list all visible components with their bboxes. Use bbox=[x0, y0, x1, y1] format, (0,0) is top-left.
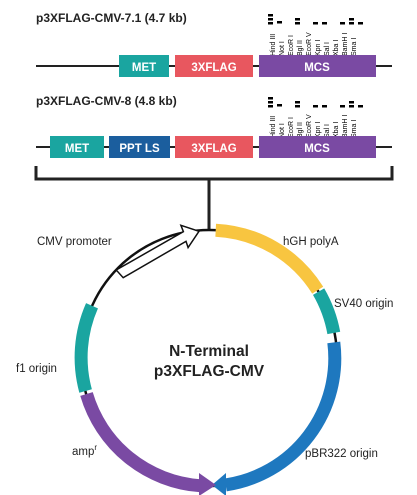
segment-label: 3XFLAG bbox=[191, 143, 236, 155]
site-label: BamH I bbox=[342, 33, 349, 56]
site-label: Sal I bbox=[324, 124, 331, 138]
feature-cmv-promoter bbox=[115, 224, 201, 279]
feature-hgh-polya bbox=[215, 223, 324, 294]
label-sv40-origin: SV40 origin bbox=[334, 298, 393, 310]
feature-f1-origin bbox=[74, 303, 98, 393]
label-amp: ampr bbox=[72, 443, 97, 458]
label-hgh-polya: hGH polyA bbox=[283, 236, 339, 248]
site-label: Hind III bbox=[270, 34, 277, 56]
site-label: Bgl II bbox=[297, 40, 304, 56]
segment-3xflag bbox=[175, 136, 253, 158]
site-label: BamH I bbox=[342, 115, 349, 138]
plasmid-name-line1: N-Terminal bbox=[169, 343, 249, 360]
construct-1-map: MET 3XFLAG MCS bbox=[36, 55, 392, 77]
plasmid-name-line2: p3XFLAG-CMV bbox=[154, 363, 265, 380]
label-cmv-promoter: CMV promoter bbox=[37, 236, 112, 248]
segment-met bbox=[119, 55, 169, 77]
site-label: Sma I bbox=[351, 120, 358, 138]
segment-mcs bbox=[259, 136, 376, 158]
site-label: Not I bbox=[279, 41, 286, 56]
construct-1-sites: Hind III Not I EcoR I Bgl II EcoR V Kpn … bbox=[268, 14, 363, 56]
site-label: Kpn I bbox=[315, 122, 322, 138]
pbr322-arrowhead bbox=[212, 473, 226, 495]
construct-1-title: p3XFLAG-CMV-7.1 (4.7 kb) bbox=[36, 11, 187, 25]
construct-2-map: MET PPT LS 3XFLAG MCS bbox=[36, 136, 392, 158]
site-label: Sma I bbox=[351, 38, 358, 56]
site-label: Xba I bbox=[333, 40, 340, 56]
segment-ppt-ls bbox=[109, 136, 170, 158]
feature-pbr322-origin bbox=[224, 341, 342, 492]
amp-arrowhead bbox=[199, 473, 216, 495]
segment-label: MET bbox=[65, 143, 89, 155]
segment-label: PPT LS bbox=[119, 143, 160, 155]
construct-2-title: p3XFLAG-CMV-8 (4.8 kb) bbox=[36, 94, 177, 108]
construct-2-sites: Hind III Not I EcoR I Bgl II EcoR V Kpn … bbox=[268, 97, 363, 138]
segment-3xflag bbox=[175, 55, 253, 77]
site-label: Not I bbox=[279, 123, 286, 138]
segment-label: MCS bbox=[304, 62, 330, 74]
label-f1-origin: f1 origin bbox=[16, 363, 57, 375]
feature-amp bbox=[80, 392, 201, 493]
site-label: Kpn I bbox=[315, 40, 322, 56]
segment-label: MET bbox=[132, 62, 156, 74]
segment-mcs bbox=[259, 55, 376, 77]
site-label: Sal I bbox=[324, 42, 331, 56]
segment-label: 3XFLAG bbox=[191, 62, 236, 74]
amp-superscript: r bbox=[94, 443, 97, 452]
site-marker bbox=[268, 97, 363, 108]
insert-bracket bbox=[34, 166, 394, 230]
site-marker bbox=[268, 14, 363, 25]
segment-label: MCS bbox=[304, 143, 330, 155]
site-label: EcoR I bbox=[288, 117, 295, 138]
feature-sv40-origin bbox=[312, 288, 341, 335]
site-label: Hind III bbox=[270, 116, 277, 138]
site-label: EcoR I bbox=[288, 35, 295, 56]
site-label: EcoR V bbox=[306, 114, 313, 138]
site-label: Bgl II bbox=[297, 122, 304, 138]
label-pbr322-origin: pBR322 origin bbox=[305, 448, 378, 460]
site-label: EcoR V bbox=[306, 32, 313, 56]
site-label: Xba I bbox=[333, 122, 340, 138]
segment-met bbox=[50, 136, 104, 158]
plasmid-circle bbox=[74, 223, 342, 495]
